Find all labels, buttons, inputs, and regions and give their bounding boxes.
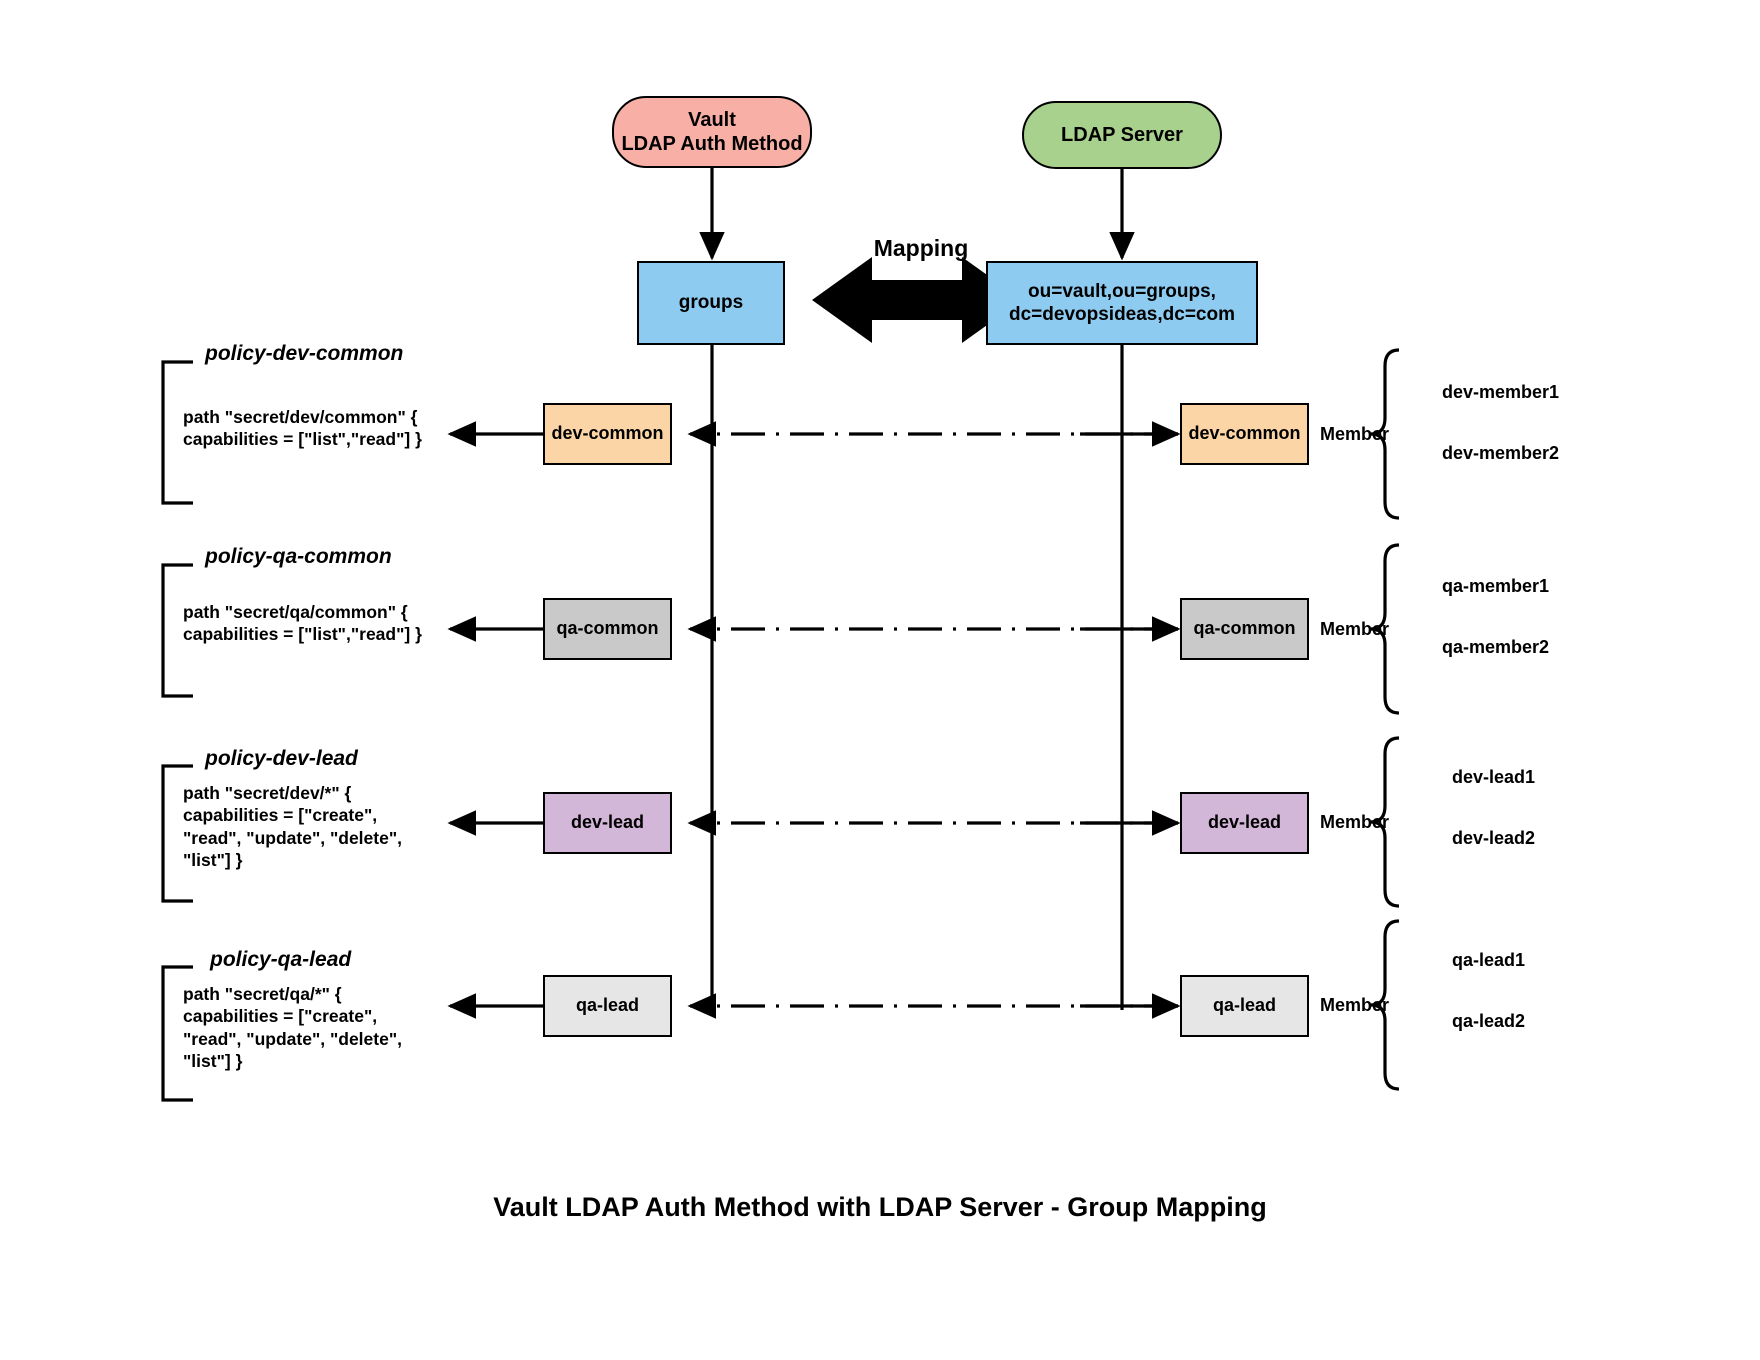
ldap-group-dev-lead[interactable]: dev-lead	[1180, 792, 1309, 854]
policy-title-qa-lead: policy-qa-lead	[210, 948, 352, 971]
member-name-qa-lead1: qa-lead1	[1452, 950, 1526, 970]
policy-code-qa-lead: path "secret/qa/*" { capabilities = ["cr…	[183, 984, 402, 1072]
vault-groups-label: groups	[678, 292, 744, 314]
vault-group-qa-common-label: qa-common	[556, 618, 659, 639]
ldap-server-label: LDAP Server	[1061, 123, 1183, 146]
vault-group-dev-lead-label: dev-lead	[570, 812, 645, 833]
mapping-arrow	[812, 257, 1022, 343]
ldap-server-node[interactable]: LDAP Server	[1022, 101, 1222, 169]
diagram-title: Vault LDAP Auth Method with LDAP Server …	[493, 1192, 1267, 1222]
policy-title-dev-common: policy-dev-common	[205, 342, 404, 365]
vault-group-qa-lead-label: qa-lead	[575, 995, 640, 1016]
mapping-label: Mapping	[873, 235, 969, 261]
policy-bracket-1	[161, 360, 193, 505]
ldap-group-qa-common[interactable]: qa-common	[1180, 598, 1309, 660]
vault-groups-container[interactable]: groups	[637, 261, 785, 345]
member-brace-1	[1370, 348, 1400, 520]
member-name-dev-member1: dev-member1	[1442, 382, 1560, 402]
vault-group-dev-lead[interactable]: dev-lead	[543, 792, 672, 854]
policy-code-dev-lead: path "secret/dev/*" { capabilities = ["c…	[183, 783, 402, 871]
ldap-group-qa-lead[interactable]: qa-lead	[1180, 975, 1309, 1037]
vault-group-dev-common-label: dev-common	[551, 423, 664, 444]
policy-code-dev-common: path "secret/dev/common" { capabilities …	[183, 407, 422, 450]
member-name-dev-member2: dev-member2	[1442, 443, 1560, 463]
policy-bracket-3	[161, 764, 193, 903]
vault-auth-method-label: Vault LDAP Auth Method	[621, 108, 803, 155]
member-name-qa-member1: qa-member1	[1442, 576, 1550, 596]
vault-group-qa-lead[interactable]: qa-lead	[543, 975, 672, 1037]
vault-auth-method-node[interactable]: Vault LDAP Auth Method	[612, 96, 812, 168]
member-label-dev-common: Member	[1320, 424, 1390, 444]
policy-title-qa-common: policy-qa-common	[205, 545, 392, 568]
member-brace-3	[1370, 736, 1400, 908]
vault-group-dev-common[interactable]: dev-common	[543, 403, 672, 465]
vault-group-qa-common[interactable]: qa-common	[543, 598, 672, 660]
member-label-qa-common: Member	[1320, 619, 1390, 639]
member-brace-4	[1370, 919, 1400, 1091]
ldap-group-dev-lead-label: dev-lead	[1207, 812, 1282, 833]
policy-code-qa-common: path "secret/qa/common" { capabilities =…	[183, 602, 422, 645]
ldap-group-qa-common-label: qa-common	[1193, 618, 1296, 639]
ldap-group-dev-common-label: dev-common	[1188, 423, 1301, 444]
ldap-group-qa-lead-label: qa-lead	[1212, 995, 1277, 1016]
ldap-dn-label: ou=vault,ou=groups, dc=devopsideas,dc=co…	[1009, 280, 1235, 325]
member-name-qa-lead2: qa-lead2	[1452, 1011, 1526, 1031]
member-label-qa-lead: Member	[1320, 995, 1390, 1015]
member-name-dev-lead1: dev-lead1	[1452, 767, 1536, 787]
policy-bracket-2	[161, 563, 193, 698]
member-name-qa-member2: qa-member2	[1442, 637, 1550, 657]
member-name-dev-lead2: dev-lead2	[1452, 828, 1536, 848]
policy-title-dev-lead: policy-dev-lead	[205, 747, 358, 770]
member-brace-2	[1370, 543, 1400, 715]
ldap-dn-container[interactable]: ou=vault,ou=groups, dc=devopsideas,dc=co…	[986, 261, 1258, 345]
member-label-dev-lead: Member	[1320, 812, 1390, 832]
ldap-group-dev-common[interactable]: dev-common	[1180, 403, 1309, 465]
policy-bracket-4	[161, 965, 193, 1102]
